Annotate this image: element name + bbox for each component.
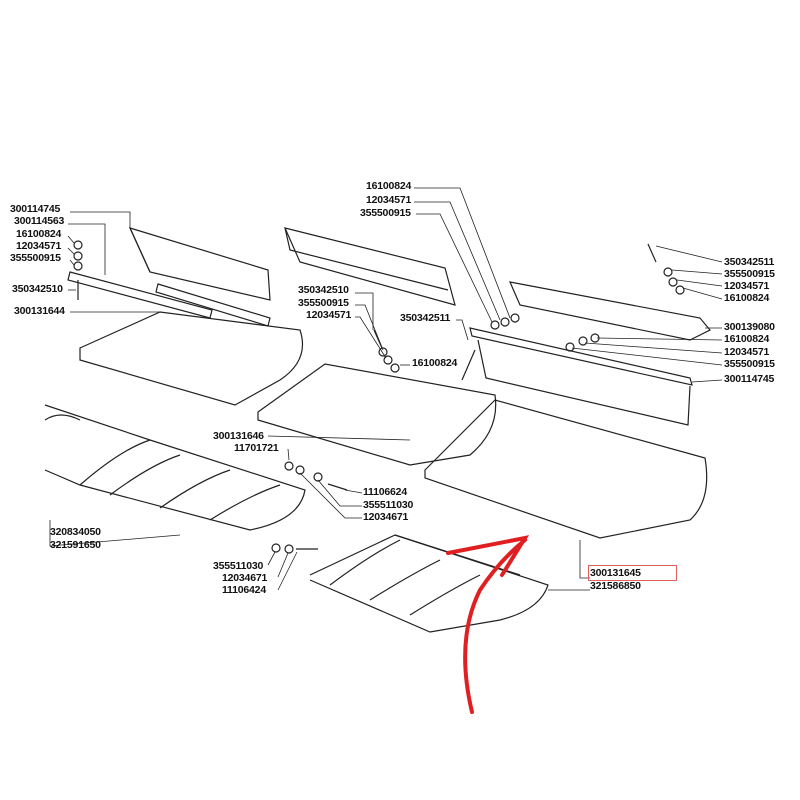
part-label: 320834050 <box>50 526 101 538</box>
part-label: 300139080 <box>724 321 775 333</box>
part-label: 11701721 <box>234 442 279 454</box>
sheet-300131645 <box>424 399 708 539</box>
part-label: 300114745 <box>724 373 775 385</box>
part-label: 355500915 <box>10 252 61 264</box>
sheet-300131644 <box>79 311 304 406</box>
part-label: 355500915 <box>724 358 775 370</box>
part-label: 12034671 <box>222 572 268 584</box>
hardware <box>73 240 685 554</box>
frame-320834050 <box>44 404 306 531</box>
sheet-300131646 <box>257 363 497 466</box>
strip-300114563 <box>67 271 271 327</box>
part-label: 300114563 <box>14 215 65 227</box>
plate-300114745-left <box>128 227 271 301</box>
part-label: 350342511 <box>724 256 775 268</box>
part-label: 12034571 <box>366 194 412 206</box>
part-label: 16100824 <box>724 292 770 304</box>
red-annotation-arrow <box>446 535 530 714</box>
plate-middle-top <box>283 227 456 306</box>
part-label: 300131646 <box>213 430 264 442</box>
part-label-highlighted: 300131645 <box>588 565 677 581</box>
part-label: 12034571 <box>306 309 352 321</box>
frame-321586850 <box>309 534 549 633</box>
plate-300139080 <box>508 281 711 341</box>
part-label: 350342510 <box>298 284 349 296</box>
part-label: 12034571 <box>724 280 770 292</box>
part-label: 350342510 <box>12 283 63 295</box>
part-label: 300114745 <box>10 203 61 215</box>
part-label: 16100824 <box>366 180 412 192</box>
part-label: 12034571 <box>16 240 62 252</box>
part-label: 11106424 <box>222 584 266 596</box>
part-label: 321591650 <box>50 539 101 551</box>
part-label: 355500915 <box>724 268 775 280</box>
part-label: 355500915 <box>360 207 411 219</box>
part-label: 300131644 <box>14 305 65 317</box>
part-label: 11106624 <box>363 486 407 498</box>
leader-lines <box>49 187 723 591</box>
part-label: 12034571 <box>724 346 770 358</box>
part-label: 350342511 <box>400 312 451 324</box>
part-label: 16100824 <box>16 228 62 240</box>
part-label: 321586850 <box>590 580 641 592</box>
strip-300114745-right <box>469 327 693 426</box>
part-label: 355500915 <box>298 297 349 309</box>
part-label: 355511030 <box>363 499 414 511</box>
part-label: 16100824 <box>412 357 458 369</box>
part-label: 12034671 <box>363 511 409 523</box>
part-label: 355511030 <box>213 560 264 572</box>
part-label: 16100824 <box>724 333 770 345</box>
